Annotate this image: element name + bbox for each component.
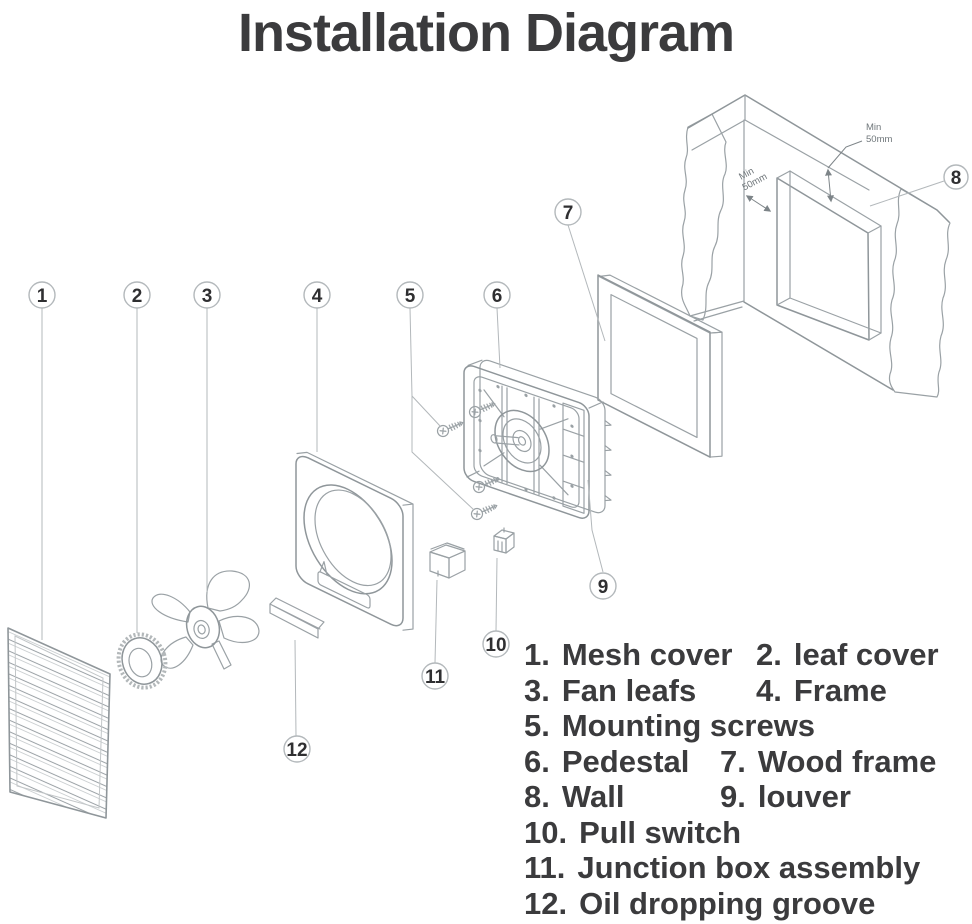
legend-item-5: 5.Mounting screws bbox=[524, 708, 816, 743]
legend-item-1: 1.Mesh cover bbox=[524, 637, 733, 672]
oil-groove-drawing bbox=[270, 598, 324, 638]
legend-row: 6.Pedestal 7.Wood frame bbox=[524, 744, 970, 780]
callout-3: 3 bbox=[194, 282, 220, 308]
dimension-annotation-left: Min 50mm bbox=[737, 166, 772, 212]
legend-item-4: 4.Frame bbox=[756, 672, 887, 708]
leader-lines bbox=[42, 181, 944, 736]
legend-row: 5.Mounting screws bbox=[524, 708, 970, 744]
legend-row: 11.Junction box assembly bbox=[524, 850, 970, 886]
callout-7: 7 bbox=[555, 199, 581, 225]
legend-item-12: 12.Oil dropping groove bbox=[524, 885, 876, 921]
mesh-cover-drawing bbox=[8, 628, 110, 818]
screw-holes bbox=[478, 385, 574, 500]
callout-number: 12 bbox=[286, 740, 307, 761]
callout-5: 5 bbox=[397, 282, 423, 308]
callout-number: 10 bbox=[485, 635, 506, 656]
callout-2: 2 bbox=[124, 282, 150, 308]
legend-row: 12.Oil dropping groove bbox=[524, 886, 970, 922]
louver-drawing bbox=[480, 358, 611, 518]
callout-1: 1 bbox=[29, 282, 55, 308]
junction-box-drawing bbox=[430, 543, 465, 578]
legend-item-2: 2.leaf cover bbox=[756, 637, 939, 672]
callout-number: 8 bbox=[951, 168, 962, 189]
callout-4: 4 bbox=[304, 282, 330, 308]
callout-11: 11 bbox=[422, 663, 448, 689]
callout-9: 9 bbox=[590, 573, 616, 599]
wall-rubble-left bbox=[682, 114, 727, 320]
legend-item-11: 11.Junction box assembly bbox=[524, 850, 921, 885]
wall-rubble-right bbox=[889, 189, 950, 397]
pedestal-drawing bbox=[464, 352, 611, 529]
callout-number: 2 bbox=[132, 286, 143, 307]
callout-number: 9 bbox=[598, 577, 609, 598]
callout-6: 6 bbox=[484, 282, 510, 308]
legend-row: 8.Wall 9.louver bbox=[524, 779, 970, 815]
wood-frame-drawing bbox=[598, 269, 722, 463]
leaf-cover-drawing bbox=[112, 628, 172, 694]
callout-number: 1 bbox=[37, 286, 48, 307]
mounting-screw-drawing bbox=[469, 499, 500, 522]
callout-number: 6 bbox=[492, 286, 503, 307]
legend-item-7: 7.Wood frame bbox=[720, 743, 937, 779]
frame-drawing bbox=[296, 447, 413, 635]
fan-leafs-drawing bbox=[152, 571, 259, 669]
dim-value-label: 50mm bbox=[866, 134, 892, 145]
legend-item-6: 6.Pedestal bbox=[524, 743, 690, 779]
legend-item-8: 8.Wall bbox=[524, 779, 625, 814]
legend-item-9: 9.louver bbox=[720, 779, 851, 814]
callout-8: 8 bbox=[944, 165, 968, 189]
callout-number: 4 bbox=[312, 286, 323, 307]
legend-item-10: 10.Pull switch bbox=[524, 814, 742, 850]
legend-row: 10.Pull switch bbox=[524, 815, 970, 851]
callout-10: 10 bbox=[483, 631, 509, 657]
mounting-screw-drawing bbox=[435, 416, 466, 439]
callout-12: 12 bbox=[284, 736, 310, 762]
callout-number: 11 bbox=[425, 667, 446, 688]
parts-legend: 1.Mesh cover 2.leaf cover 3.Fan leafs 4.… bbox=[524, 637, 970, 921]
mounting-screw-drawing bbox=[471, 472, 502, 495]
callout-number: 5 bbox=[405, 286, 416, 307]
dim-min-label: Min bbox=[866, 122, 881, 133]
legend-item-3: 3.Fan leafs bbox=[524, 672, 697, 708]
dimension-annotation-top: Min 50mm bbox=[825, 122, 892, 203]
callout-number: 7 bbox=[563, 203, 574, 224]
legend-row: 3.Fan leafs 4.Frame bbox=[524, 673, 970, 709]
pull-switch-drawing bbox=[494, 528, 514, 553]
wall-drawing: Min 50mm Min 50mm bbox=[682, 95, 950, 397]
diagram-title: Installation Diagram bbox=[237, 3, 735, 63]
legend-row: 1.Mesh cover 2.leaf cover bbox=[524, 637, 970, 673]
callout-number: 3 bbox=[202, 286, 213, 307]
